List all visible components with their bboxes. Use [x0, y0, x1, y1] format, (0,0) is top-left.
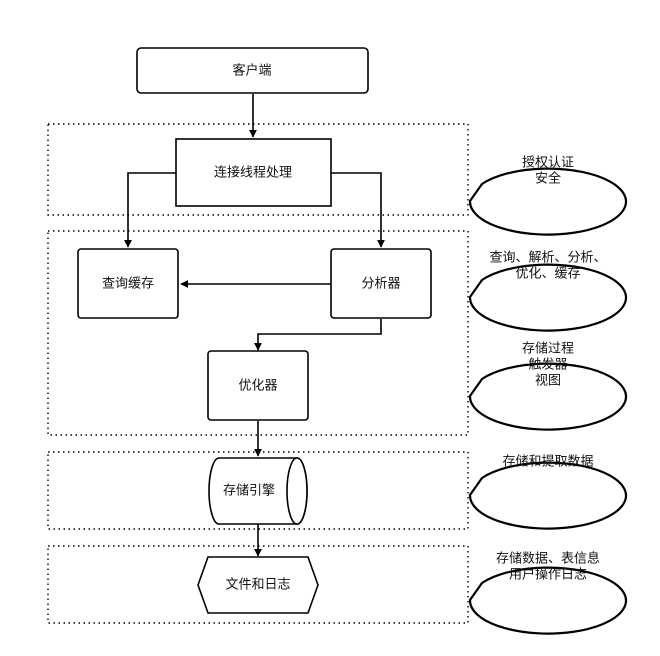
analyzer-label: 分析器: [361, 277, 400, 292]
edge-connection-to-analyzer: [331, 172, 385, 248]
callout-files: 存储数据、表信息 用户操作日志: [468, 551, 628, 635]
files-logs-label: 文件和日志: [225, 578, 290, 593]
callout-storage: 存储和提取数据: [468, 454, 628, 530]
callout-auth-line-2: 安全: [535, 171, 561, 187]
query-cache-node: 查询缓存: [77, 248, 179, 319]
callout-parse-line-2: 优化、缓存: [515, 267, 580, 282]
callout-procedures: 存储过程 触发器 视图: [468, 342, 628, 431]
callout-files-line-2: 用户操作日志: [509, 567, 587, 583]
callout-parse: 查询、解析、分析、 优化、缓存: [468, 251, 628, 332]
client-label: 客户端: [232, 63, 271, 79]
service-layer: [47, 230, 469, 436]
callout-auth-line-1: 授权认证: [522, 155, 574, 171]
callout-storage-line-1: 存储和提取数据: [502, 454, 593, 470]
optimizer-label: 优化器: [238, 379, 277, 394]
files-logs-node: 文件和日志: [197, 556, 319, 614]
storage-engine-node: 存储引擎: [208, 457, 308, 525]
callout-parse-line-1: 查询、解析、分析、: [489, 251, 606, 266]
storage-engine-label: 存储引擎: [223, 484, 275, 499]
optimizer-node: 优化器: [207, 350, 309, 421]
edge-connection-to-query-cache: [124, 172, 176, 248]
callout-auth: 授权认证 安全: [468, 155, 628, 236]
connection-node: 连接线程处理: [175, 138, 332, 207]
callout-procedures-line-1: 存储过程: [522, 342, 574, 357]
client-node: 客户端: [136, 47, 369, 94]
connection-layer: [47, 123, 469, 216]
query-cache-label: 查询缓存: [102, 277, 154, 292]
edge-analyzer-to-optimizer: [254, 319, 382, 351]
callout-files-line-1: 存储数据、表信息: [496, 551, 600, 567]
callout-procedures-line-2: 触发器: [528, 357, 567, 373]
connection-label: 连接线程处理: [214, 165, 292, 181]
analyzer-node: 分析器: [330, 248, 432, 319]
callout-procedures-line-3: 视图: [535, 374, 561, 389]
